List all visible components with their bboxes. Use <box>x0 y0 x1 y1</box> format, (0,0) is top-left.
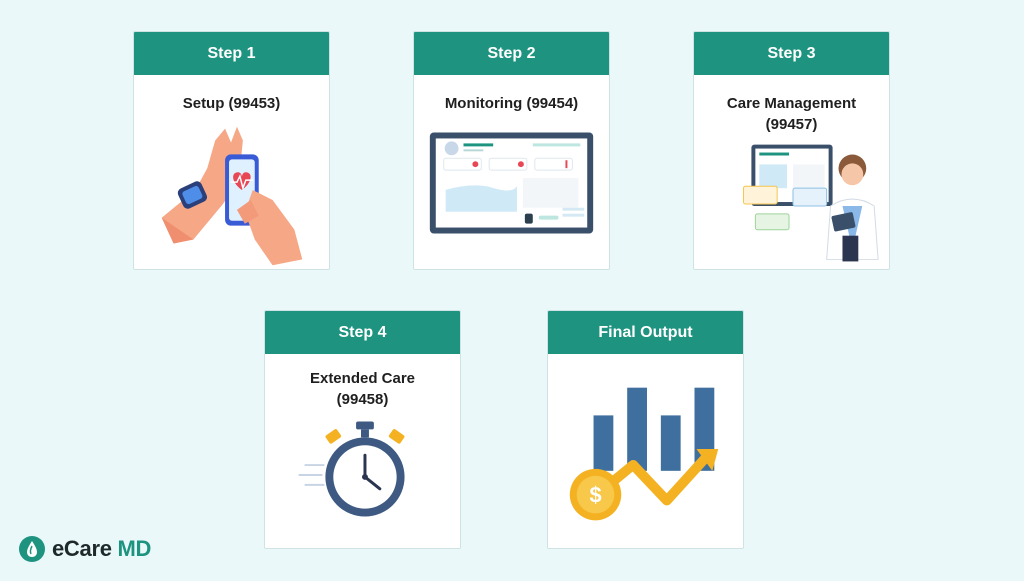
bar <box>627 387 647 471</box>
wearable-heart-monitor-icon <box>161 126 303 266</box>
step-header: Step 3 <box>694 32 889 75</box>
doctor-care-management-icon <box>742 144 879 262</box>
step-card-3: Step 3 Care Management (99457) <box>693 31 890 270</box>
svg-text:$: $ <box>589 483 601 508</box>
step-title: Extended Care (99458) <box>309 370 416 408</box>
step-title: Care Management (99457) <box>726 95 857 133</box>
droplet-logo-icon <box>19 536 45 562</box>
step-header: Step 4 <box>265 311 460 354</box>
step-title: Monitoring (99454) <box>444 95 579 112</box>
step-card-4: Step 4 Extended Care (99458) <box>264 310 461 549</box>
bar <box>660 415 681 471</box>
final-output-card: Final Output $ <box>547 310 744 549</box>
growth-chart-icon: $ <box>569 387 719 521</box>
step-title: Setup (99453) <box>182 95 281 112</box>
step-header: Step 1 <box>134 32 329 75</box>
stopwatch-icon <box>298 421 405 517</box>
step-header: Step 2 <box>414 32 609 75</box>
step-card-2: Step 2 Monitoring (99454) <box>413 31 610 270</box>
bar <box>593 415 614 471</box>
step-header: Final Output <box>548 311 743 354</box>
monitoring-dashboard-icon <box>429 132 594 234</box>
step-card-1: Step 1 Setup (99453) <box>133 31 330 270</box>
brand-name: eCare MD <box>52 536 152 561</box>
ecare-md-logo[interactable]: eCare MD <box>18 535 151 563</box>
